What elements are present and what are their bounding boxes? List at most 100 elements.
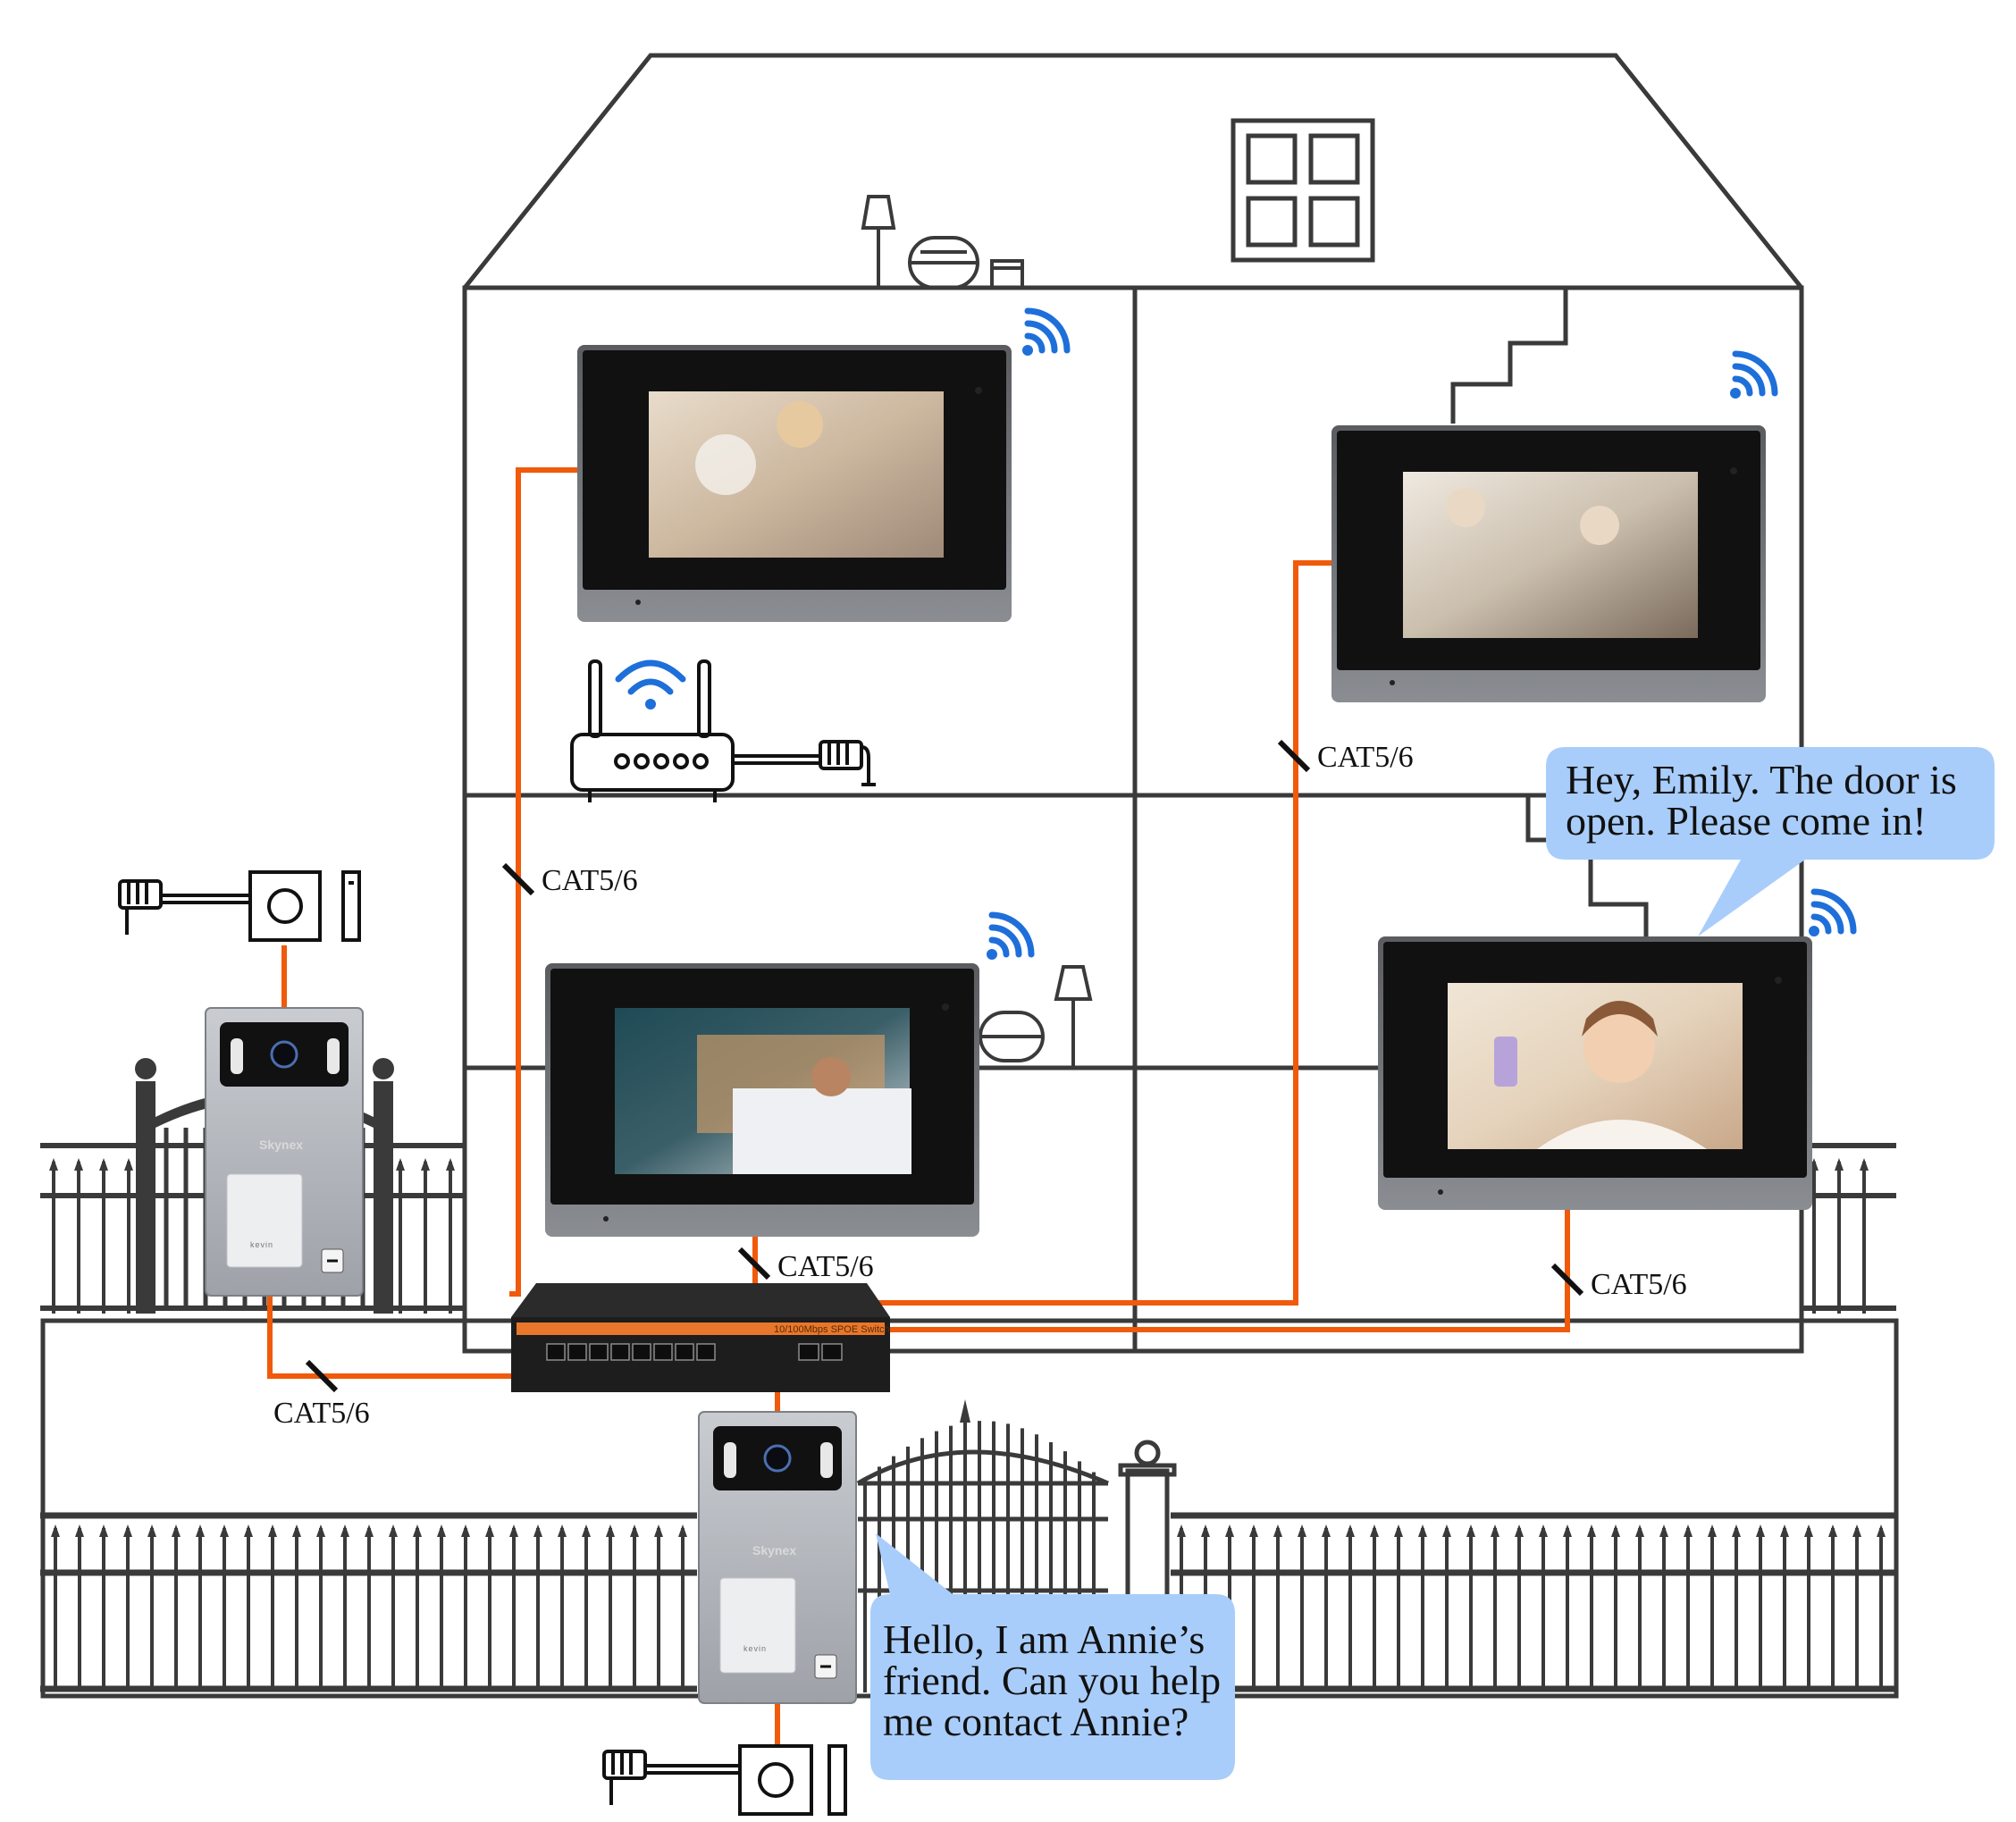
fence-spike: [1563, 1524, 1572, 1537]
box-icon-lower: [979, 1011, 1045, 1062]
fence-spike: [1370, 1524, 1379, 1537]
fence-spike: [630, 1524, 639, 1537]
fence-spike: [51, 1524, 60, 1537]
visitor-bubble-line-2: friend. Can you help: [883, 1658, 1221, 1703]
switch-uplink-port: [798, 1343, 819, 1361]
fence-spike: [606, 1524, 615, 1537]
wifi-icon: [1022, 307, 1071, 356]
stairs-lower: [1525, 795, 1649, 936]
switch-ports: [546, 1343, 843, 1361]
indoor-monitor-2: [1331, 425, 1766, 702]
poe-switch: 10/100Mbps SPOE Switch: [511, 1283, 890, 1392]
fence-spike: [446, 1158, 455, 1171]
cable-label-mid-monitor: CAT5/6: [777, 1250, 874, 1283]
fence-spike: [316, 1524, 325, 1537]
stairs-upper: [1450, 288, 1568, 424]
fence-spike: [533, 1524, 542, 1537]
fence-spike: [1659, 1524, 1668, 1537]
switch-port: [632, 1343, 651, 1361]
fence-spike: [123, 1524, 132, 1537]
cable-marks: [305, 739, 1584, 1393]
switch-port: [696, 1343, 716, 1361]
door-station-left: Skynex kevin: [205, 1007, 364, 1297]
fence-spike: [1249, 1524, 1258, 1537]
monitor-2-screen: [1403, 472, 1698, 638]
fence-spike: [1298, 1524, 1306, 1537]
fence-spike: [220, 1524, 229, 1537]
fence-spike: [1780, 1524, 1789, 1537]
fence-spike: [1418, 1524, 1427, 1537]
fence-spike: [196, 1524, 205, 1537]
fence-spike: [147, 1524, 156, 1537]
indoor-monitor-1: [577, 345, 1012, 622]
wifi-icon: [987, 911, 1035, 960]
door-station-center-brand: Skynex: [752, 1543, 796, 1558]
fence-spike: [1611, 1524, 1620, 1537]
cable-label-right-top: CAT5/6: [1317, 741, 1414, 774]
fence-spike: [292, 1524, 301, 1537]
fence-spike: [1225, 1524, 1234, 1537]
cable-left-door: [267, 1292, 511, 1379]
fence-spike: [485, 1524, 494, 1537]
fence-spike: [654, 1524, 663, 1537]
switch-uplink-port: [821, 1343, 843, 1361]
visitor-speech-bubble: Hello, I am Annie’s friend. Can you help…: [870, 1533, 1235, 1780]
fence-spike: [1322, 1524, 1331, 1537]
switch-port: [567, 1343, 587, 1361]
fence-spike: [1442, 1524, 1451, 1537]
door-station-left-brand: Skynex: [259, 1138, 303, 1152]
resident-bubble-line-1: Hey, Emily. The door is: [1566, 757, 1957, 802]
switch-port: [589, 1343, 609, 1361]
fence-spike: [74, 1158, 83, 1171]
wifi-icon: [1730, 350, 1778, 399]
hat-box-icon: [908, 236, 979, 290]
fence-spike: [1515, 1524, 1524, 1537]
door-station-left-card: kevin: [250, 1240, 273, 1249]
router-icon: [570, 659, 820, 802]
fence-spike: [421, 1158, 430, 1171]
power-supply-left: [118, 870, 361, 942]
fence-spike: [99, 1524, 108, 1537]
cable-label-door-station: CAT5/6: [273, 1397, 370, 1430]
fence-spike: [268, 1524, 277, 1537]
fence-spike: [99, 1158, 108, 1171]
house-window-icon: [1231, 118, 1375, 263]
fence-spike: [1201, 1524, 1210, 1537]
gate-finial: [960, 1399, 970, 1423]
fence-spike: [437, 1524, 446, 1537]
switch-port: [610, 1343, 630, 1361]
power-plug-icon-router: [819, 740, 876, 786]
fence-spike: [1539, 1524, 1548, 1537]
fence-spike: [1835, 1158, 1844, 1171]
fence-spike: [1177, 1524, 1186, 1537]
cable-monitor2: [876, 560, 1331, 1306]
switch-port: [675, 1343, 694, 1361]
fence-spike: [582, 1524, 591, 1537]
fence-spike: [558, 1524, 567, 1537]
fence-spike: [678, 1524, 687, 1537]
fence-spike: [1394, 1524, 1403, 1537]
fence-spike: [1860, 1158, 1869, 1171]
switch-port: [546, 1343, 566, 1361]
fence-spike: [1852, 1524, 1861, 1537]
door-station-center: Skynex kevin: [698, 1411, 857, 1704]
lamp-icon-lower: [1054, 965, 1093, 1068]
switch-label: 10/100Mbps SPOE Switch: [774, 1324, 890, 1335]
house-roof: [463, 53, 1803, 290]
fence-spike: [365, 1524, 374, 1537]
fence-spike: [413, 1524, 422, 1537]
switch-port: [653, 1343, 673, 1361]
can-icon: [990, 259, 1024, 290]
fence-spike: [396, 1158, 405, 1171]
wifi-icon: [1809, 888, 1857, 936]
fence-spike: [340, 1524, 349, 1537]
door-station-center-card: kevin: [743, 1644, 767, 1653]
visitor-bubble-line-3: me contact Annie?: [883, 1699, 1189, 1744]
wifi-icons: [987, 307, 1857, 960]
fence-spike: [461, 1524, 470, 1537]
fence-spike: [1708, 1524, 1717, 1537]
fence-spike: [1346, 1524, 1355, 1537]
fence-spike: [1273, 1524, 1282, 1537]
